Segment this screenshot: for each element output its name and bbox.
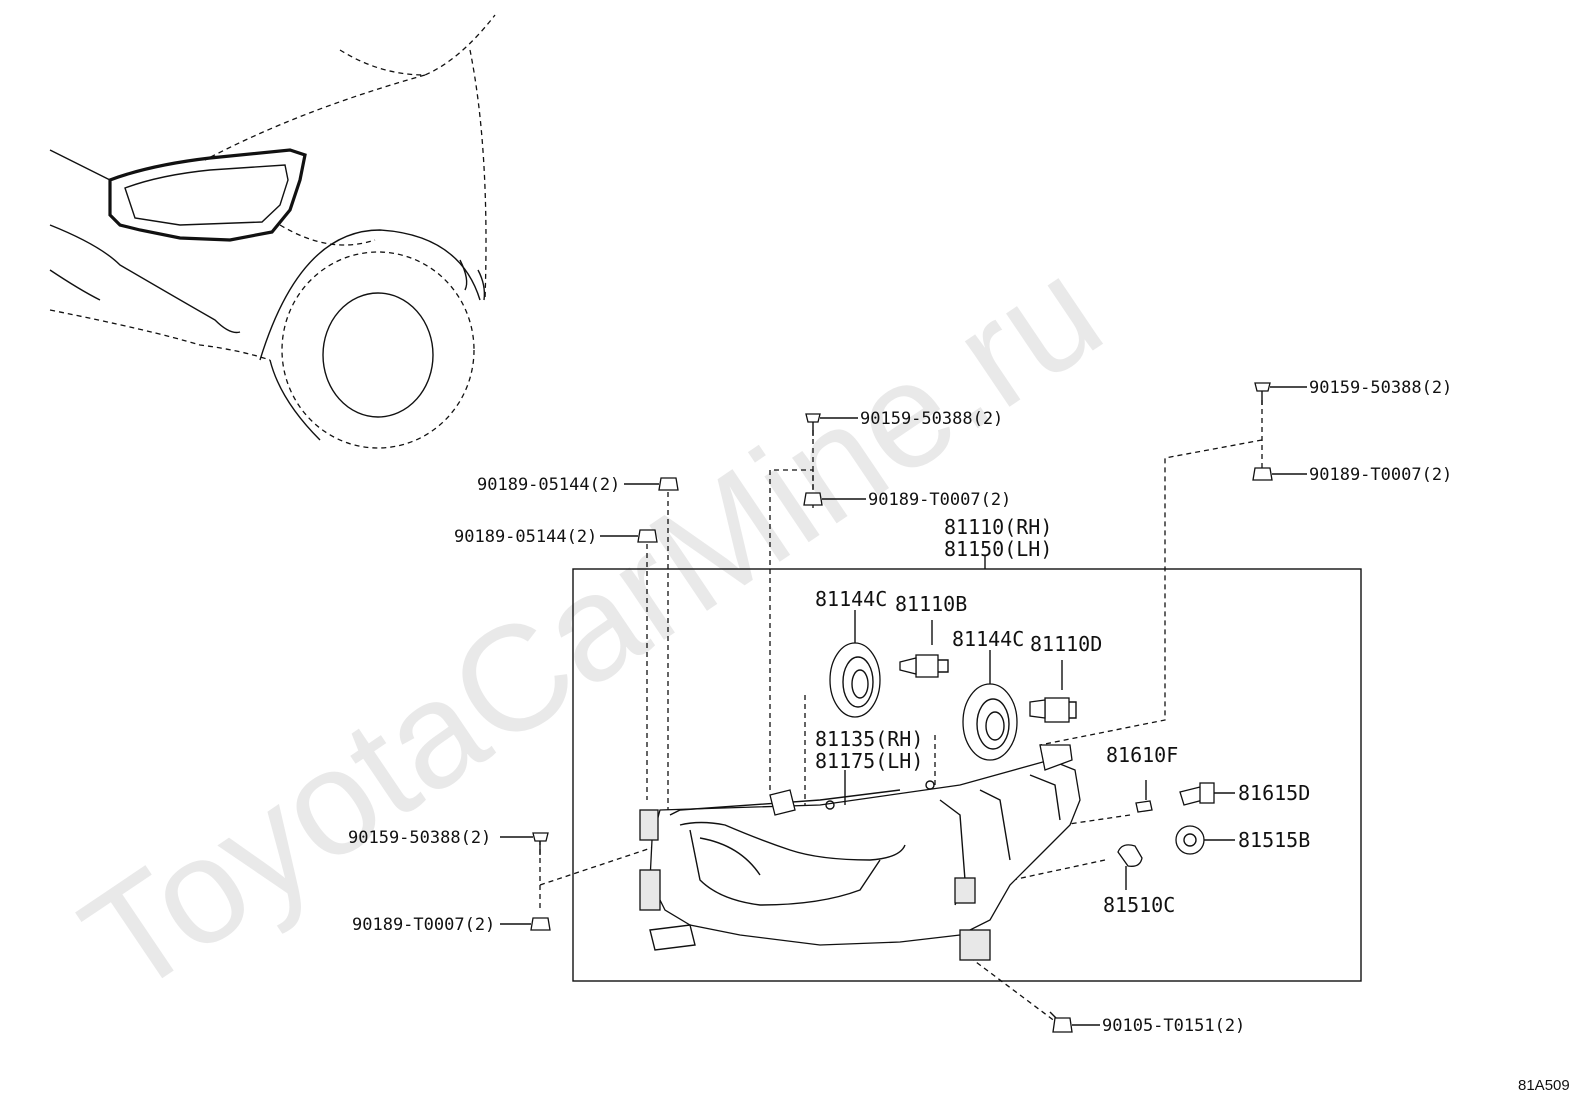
clip-left-upper-icon [658,477,679,491]
label-bulb-f: 81610F [1106,743,1178,767]
bolt-left-icon [532,832,549,855]
label-assembly-lh: 81150(LH) [944,537,1052,561]
bulb-d-icon [1029,660,1077,723]
label-screw-bottom: 90105-T0151(2) [1102,1016,1245,1036]
label-bulb-c: 81510C [1103,893,1175,917]
assembly-frame [572,568,1362,982]
clip-top-center-icon [803,492,823,506]
label-bulb-d: 81110D [1030,632,1102,656]
bulb-c-icon [1117,844,1143,890]
label-clip-left-lower: 90189-05144(2) [454,527,597,547]
clip-left-lower-icon [637,529,658,543]
label-bolt-left: 90159-50388(2) [348,828,491,848]
label-seal-2: 81144C [952,627,1024,651]
label-seal-1: 81144C [815,587,887,611]
label-bolt-top-center: 90159-50388(2) [860,409,1003,429]
headlamp-assembly [639,744,1081,961]
diagram-code: 81A509 [1518,1077,1570,1094]
label-bulb-b: 81110B [895,592,967,616]
bolt-top-center-icon [805,413,821,436]
label-housing-rh: 81135(RH) [815,727,923,751]
label-bolt-top-right: 90159-50388(2) [1309,378,1452,398]
label-assembly-rh: 81110(RH) [944,515,1052,539]
label-clip-top-right: 90189-T0007(2) [1309,465,1452,485]
label-clip-left: 90189-T0007(2) [352,915,495,935]
label-socket-d: 81615D [1238,781,1310,805]
screw-bottom-icon [1049,1011,1073,1033]
socket-b-icon [1175,825,1235,855]
seal-1-icon [829,642,881,718]
label-clip-left-upper: 90189-05144(2) [477,475,620,495]
label-clip-top-center: 90189-T0007(2) [868,490,1011,510]
clip-top-right-icon [1252,467,1273,481]
label-socket-b: 81515B [1238,828,1310,852]
bolt-top-right-icon [1254,382,1271,405]
clip-left-icon [530,917,551,931]
seal-2-icon [962,683,1018,761]
bulb-b-icon [899,620,949,678]
label-housing-lh: 81175(LH) [815,749,923,773]
socket-d-icon [1179,782,1235,806]
bulb-f-icon [1135,780,1153,813]
vehicle-front-view [49,14,496,449]
label-leaders [500,386,1307,1026]
